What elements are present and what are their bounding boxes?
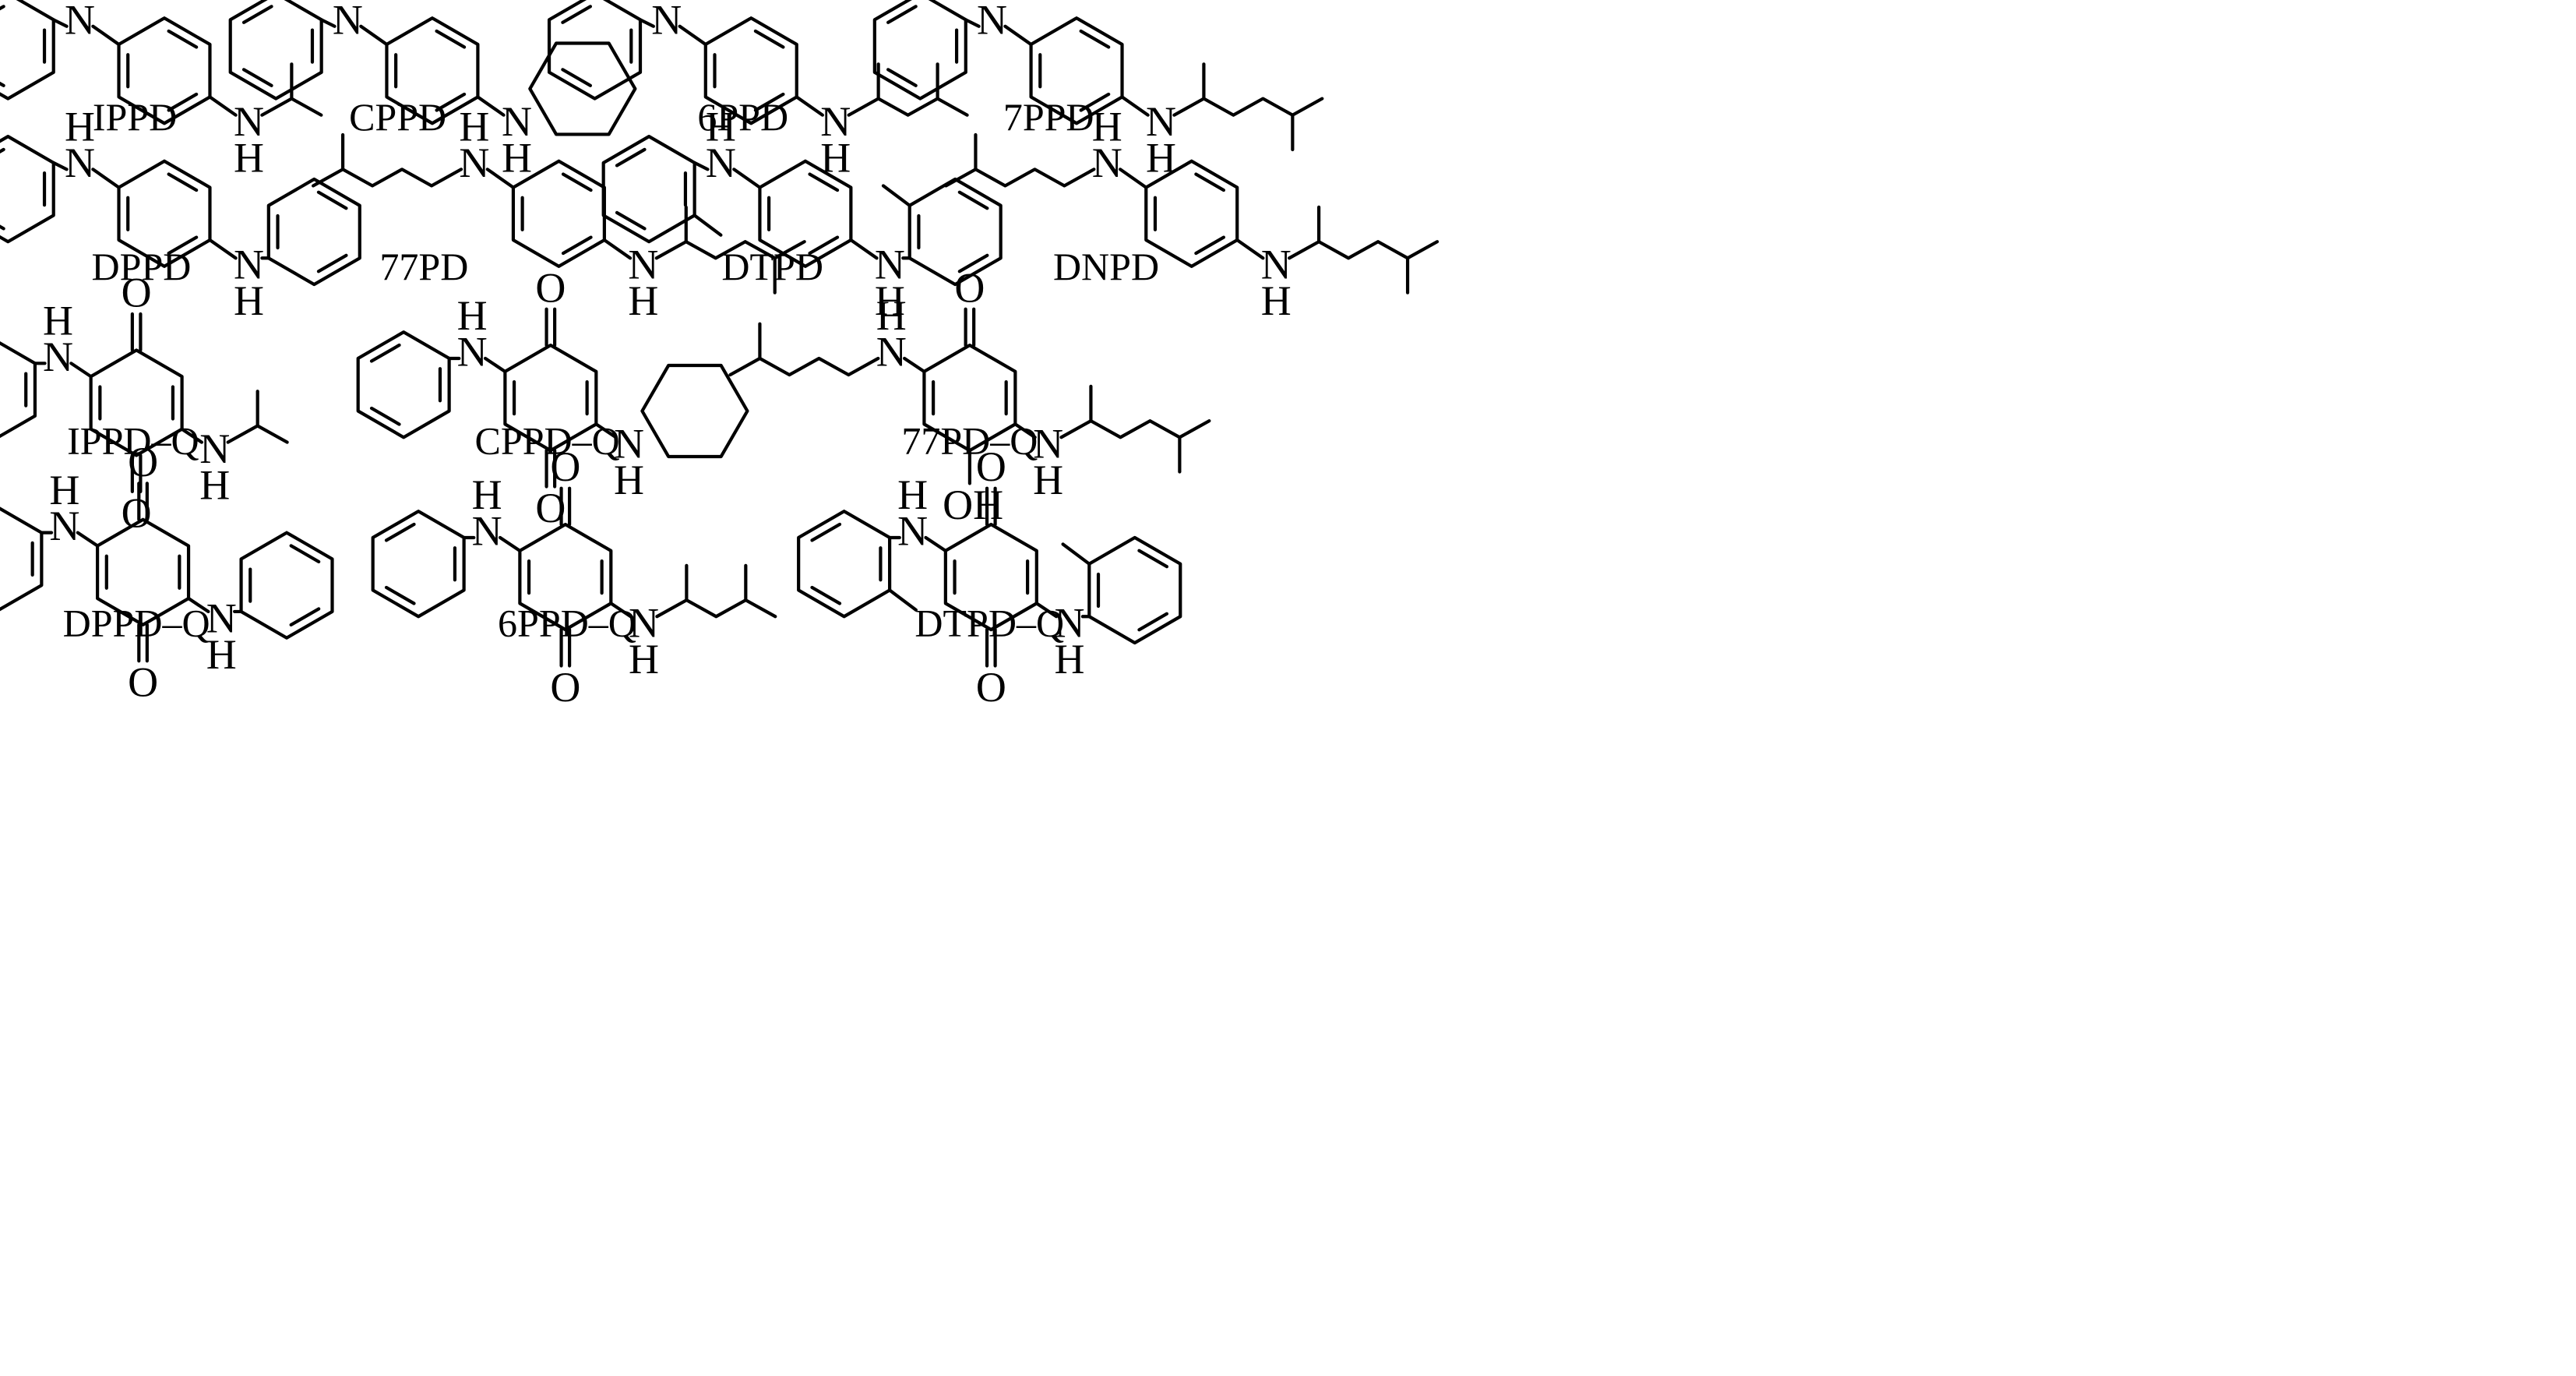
atom-label: N	[206, 595, 237, 641]
atom-label: H	[457, 292, 488, 339]
compound-label: DNPD	[1053, 245, 1159, 288]
atom-label: H	[472, 471, 502, 518]
compound-label: IPPD	[93, 95, 177, 139]
atom-label: N	[875, 242, 905, 288]
atom-label: N	[1261, 242, 1292, 288]
atom-label: H	[199, 461, 230, 508]
atom-label: N	[65, 0, 95, 43]
atom-label: O	[954, 264, 985, 311]
compound-label: 7PPD	[1003, 95, 1094, 139]
atom-label: H	[897, 471, 928, 518]
atom-label: N	[628, 242, 658, 288]
atom-label: N	[502, 98, 532, 145]
atom-label: N	[234, 242, 264, 288]
atom-label: N	[43, 333, 73, 380]
atom-label: N	[472, 508, 502, 555]
atom-label: H	[234, 135, 264, 182]
compound-label: CPPD–Q	[475, 418, 620, 462]
atom-label: N	[333, 0, 363, 43]
atom-label: H	[875, 277, 905, 324]
compound-label: DPPD	[92, 245, 192, 288]
compound-label: DTPD	[721, 245, 823, 288]
atom-label: N	[977, 0, 1007, 43]
atom-label: N	[65, 139, 95, 186]
atom-label: H	[628, 277, 658, 324]
atom-label: N	[457, 329, 488, 376]
atom-label: H	[1092, 103, 1122, 150]
atom-label: H	[502, 135, 532, 182]
atom-label: H	[459, 103, 489, 150]
atom-label: H	[65, 0, 95, 7]
atom-label: O	[976, 443, 1006, 490]
atom-label: N	[199, 425, 230, 472]
compound-label: DPPD–Q	[63, 602, 210, 645]
atom-label: N	[1055, 600, 1085, 647]
atom-label: N	[1146, 98, 1176, 145]
atom-label: H	[1033, 457, 1063, 503]
compound-label: DTPD–Q	[914, 602, 1064, 645]
atom-label: N	[234, 98, 264, 145]
atom-label: O	[550, 443, 580, 490]
atom-label: N	[1092, 139, 1122, 186]
atom-label: N	[876, 329, 907, 376]
atom-label: O	[976, 664, 1006, 711]
atom-label: O	[550, 664, 580, 711]
atom-label: H	[333, 0, 363, 7]
atom-label: O	[535, 264, 566, 311]
atom-label: H	[651, 0, 682, 7]
atom-label: N	[820, 98, 851, 145]
atom-label: N	[897, 508, 928, 555]
atom-label: N	[49, 503, 79, 549]
atom-label: H	[206, 631, 237, 678]
compound-label: IPPD–Q	[67, 418, 199, 462]
atom-label: O	[128, 659, 158, 706]
atom-label: N	[1033, 421, 1063, 467]
atom-label: N	[614, 421, 644, 467]
compound-label: CPPD	[349, 95, 446, 139]
atom-label: OH	[943, 482, 1003, 528]
compound-label: 77PD	[379, 245, 468, 288]
atom-label: H	[706, 103, 736, 150]
atom-label: H	[234, 277, 264, 324]
atom-label: N	[629, 600, 659, 647]
atom-label: H	[43, 297, 73, 344]
compound-label: 6PPD	[697, 95, 788, 139]
atom-label: N	[651, 0, 682, 43]
atom-label: H	[629, 636, 659, 683]
atom-label: H	[1055, 636, 1085, 683]
atom-label: H	[1261, 277, 1292, 324]
atom-label: N	[459, 139, 489, 186]
atom-label: H	[977, 0, 1007, 7]
atom-label: H	[49, 467, 79, 513]
atom-label: O	[122, 270, 152, 316]
compound-label: 6PPD–Q	[498, 602, 636, 645]
compound-label: 77PD–Q	[901, 418, 1038, 462]
atom-label: H	[876, 292, 907, 339]
atom-label: H	[65, 103, 95, 150]
atom-label: O	[128, 439, 158, 485]
atom-label: N	[706, 139, 736, 186]
atom-label: H	[614, 457, 644, 503]
